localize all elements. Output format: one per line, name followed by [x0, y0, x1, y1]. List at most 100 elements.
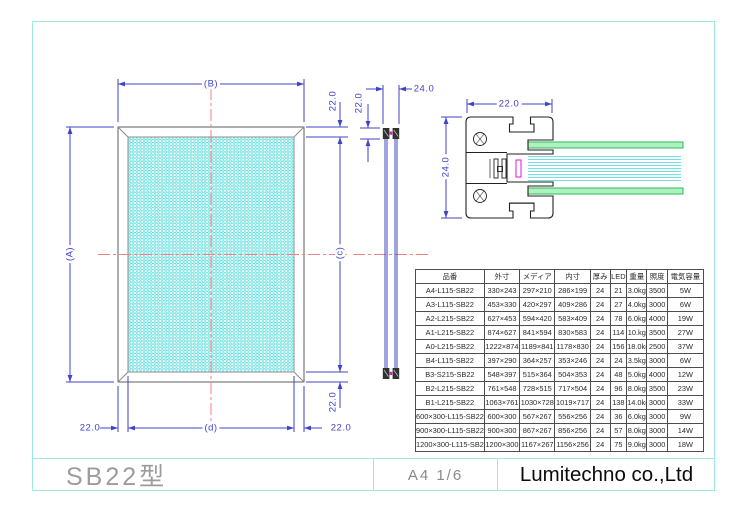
table-cell: 3000 [646, 353, 668, 368]
dim-label-c: (c) [334, 244, 346, 262]
table-cell: 27 [609, 297, 628, 312]
table-cell: 548×397 [483, 367, 521, 382]
dim-label-a: (A) [64, 244, 76, 264]
table-cell: 24 [589, 325, 611, 340]
dim-label-side-24: 24.0 [413, 83, 435, 95]
table-cell: 3000 [646, 423, 668, 438]
table-cell: 420×297 [519, 297, 556, 312]
dim-label-frame-22-left: 22.0 [79, 422, 101, 434]
table-cell: 286×199 [554, 283, 591, 298]
table-cell: 24 [589, 381, 611, 396]
table-cell: 600×300-L115-SB22 [415, 409, 485, 424]
column-header: 重量 [626, 269, 648, 284]
table-cell: 567×267 [519, 409, 556, 424]
sheet-number: A4 1/6 [373, 459, 497, 491]
table-cell: 24 [589, 409, 611, 424]
table-cell: 3000 [646, 437, 668, 452]
table-cell: 138 [609, 395, 628, 410]
table-cell: 5.0kg [626, 367, 648, 382]
dim-label-d: (d) [202, 422, 220, 434]
table-cell: 1222×874 [483, 339, 521, 354]
table-cell: 874×627 [483, 325, 521, 340]
table-cell: 830×583 [554, 325, 591, 340]
table-cell: 717×504 [554, 381, 591, 396]
table-cell: A1-L215-SB22 [415, 325, 485, 340]
cross-section-view [441, 99, 684, 219]
table-cell: 728×515 [519, 381, 556, 396]
table-cell: 397×290 [483, 353, 521, 368]
table-cell: 330×243 [483, 283, 521, 298]
table-cell: A0-L215-SB22 [415, 339, 485, 354]
column-header: 電気容量 [666, 269, 705, 284]
table-cell: 24 [589, 297, 611, 312]
column-header: 品番 [415, 269, 485, 284]
table-cell: 24 [589, 437, 611, 452]
dim-label-section-24: 24.0 [440, 154, 452, 180]
table-cell: 8.0kg [626, 423, 648, 438]
table-cell: 3500 [646, 283, 668, 298]
table-cell: 761×548 [483, 381, 521, 396]
table-cell: 24 [589, 353, 611, 368]
table-cell: 27W [666, 325, 705, 340]
company-name: Lumitechno co.,Ltd [497, 459, 715, 491]
table-cell: 156 [609, 339, 628, 354]
table-cell: 4000 [646, 367, 668, 382]
table-cell: 3.0kg [626, 283, 648, 298]
column-header: 厚み [589, 269, 611, 284]
front-view [66, 79, 348, 432]
table-cell: 6W [666, 297, 705, 312]
dim-label-frame-22-right: 22.0 [330, 422, 352, 434]
table-cell: 600×300 [483, 409, 521, 424]
table-cell: A3-L115-SB22 [415, 297, 485, 312]
table-cell: 627×453 [483, 311, 521, 326]
table-cell: 78 [609, 311, 628, 326]
dim-label-side-22: 22.0 [353, 92, 365, 114]
table-cell: 1156×256 [554, 437, 591, 452]
table-cell: 6.0kg [626, 311, 648, 326]
table-cell: 14W [666, 423, 705, 438]
table-cell: 75 [609, 437, 628, 452]
table-cell: 10.kg [626, 325, 648, 340]
table-cell: 900×300 [483, 423, 521, 438]
table-cell: 1200×300 [483, 437, 521, 452]
table-cell: 24 [589, 395, 611, 410]
table-cell: 12W [666, 367, 705, 382]
table-cell: 4000 [646, 311, 668, 326]
dim-label-section-22: 22.0 [496, 98, 522, 110]
table-cell: 556×256 [554, 409, 591, 424]
column-header: 外寸 [483, 269, 521, 284]
table-cell: 453×330 [483, 297, 521, 312]
table-cell: 14.0kg [626, 395, 648, 410]
table-cell: B2-L215-SB22 [415, 381, 485, 396]
table-cell: 1019×717 [554, 395, 591, 410]
table-cell: 1063×761 [483, 395, 521, 410]
table-cell: 2500 [646, 339, 668, 354]
table-cell: 5W [666, 283, 705, 298]
table-cell: 24 [589, 367, 611, 382]
table-cell: 1030×728 [519, 395, 556, 410]
table-cell: 3000 [646, 297, 668, 312]
table-cell: 297×210 [519, 283, 556, 298]
table-cell: 9.0kg [626, 437, 648, 452]
table-cell: 353×246 [554, 353, 591, 368]
table-cell: 21 [609, 283, 628, 298]
table-cell: 3000 [646, 409, 668, 424]
table-cell: 8.0kg [626, 381, 648, 396]
table-cell: 9W [666, 409, 705, 424]
table-cell: 900×300-L115-SB22 [415, 423, 485, 438]
column-header: 内寸 [554, 269, 591, 284]
table-cell: 1189×841 [519, 339, 556, 354]
table-cell: B4-L115-SB22 [415, 353, 485, 368]
table-cell: 24 [589, 311, 611, 326]
table-cell: 3000 [646, 395, 668, 410]
table-cell: 4.0kg [626, 297, 648, 312]
